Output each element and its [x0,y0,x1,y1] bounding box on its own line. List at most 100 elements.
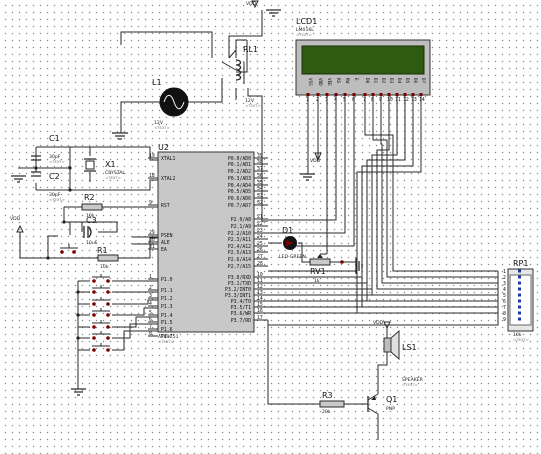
mcu-pin-number: 14 [257,296,263,302]
switch-actuator [92,297,110,301]
lcd-pin-pad [334,93,338,96]
capacitor-c1: C1 30pF <TEXT> [31,134,65,168]
lcd-pin-name: VSS [307,78,313,86]
mcu-pin-name: P3.0/RXD [228,275,251,281]
lcd-pin-pad [306,93,310,96]
mcu-pin-number: 27 [257,254,263,260]
lcd-pin-number: 2 [316,97,319,103]
svg-text:RP1: RP1 [513,259,528,268]
svg-text:<TEXT>: <TEXT> [513,337,529,342]
rp1-pin-number: 9 [503,317,506,323]
mcu-pin-name: P1.6 [161,327,173,333]
mcu-pin-number: 29 [149,230,155,236]
resistor-r2: R2 10k [81,193,103,219]
mcu-pin-name: P2.2/A10 [228,231,251,237]
lamp-l1: L1 12V <TEXT> [152,78,189,130]
transistor-q1: Q1 PNP [367,393,397,415]
relay-rl1: RL1 12V <TEXT> [221,45,261,108]
mcu-pin-name: P2.4/A12 [228,244,251,250]
lcd-pin-number: 12 [403,97,409,103]
mcu-pin-name: P3.5/T1 [231,305,251,311]
svg-text:C3: C3 [86,216,97,225]
svg-text:10k: 10k [513,332,522,338]
mcu-pin-number: 19 [149,153,155,159]
mcu-pin-name: XTAL1 [161,156,176,162]
svg-text:AT89C51: AT89C51 [158,334,179,340]
mcu-pin-number: 1 [149,274,152,280]
svg-text:<TEXT>: <TEXT> [245,103,261,108]
mcu-u2: U2 AT89C51 <TEXT> 19XTAL118XTAL29RST29PS… [148,143,268,344]
mcu-pin-number: 38 [257,159,263,165]
mcu-pin-name: P1.7 [161,334,173,340]
lcd-pin-pad [379,93,383,96]
svg-text:10k: 10k [100,264,109,270]
vdd-arrow-lcd: VDD [310,152,322,164]
lcd-pin-number: 5 [343,97,346,103]
rp1-pin-pad [518,317,521,321]
rp1-pin-number: 2 [503,275,506,281]
switch-contact [106,302,110,306]
lcd-pin-name: D6 [412,78,418,84]
switch-contact [106,279,110,283]
capacitor-c3: C3 10uF [83,216,98,246]
svg-text:LED-GREEN: LED-GREEN [279,254,306,260]
lcd-pin-number: 7 [363,97,366,103]
capacitor-c2: C2 30pF <TEXT> [31,171,65,202]
svg-text:PNP: PNP [386,406,395,412]
lcd-pin-name: RW [344,78,350,84]
svg-text:<TEXT>: <TEXT> [296,32,312,37]
switch-contact [92,336,96,340]
mcu-pin-number: 17 [257,315,263,321]
svg-text:SPEAKER: SPEAKER [402,377,424,383]
lcd-pin-pad [371,93,375,96]
lcd-pin-name: VEE [326,78,332,86]
lcd-pin-number: 3 [325,97,328,103]
lcd-pin-name: D0 [364,78,370,84]
switch-contact [92,348,96,352]
mcu-pin-name: P3.4/T0 [231,299,251,305]
mcu-pin-number: 11 [257,278,263,284]
rp1-pin-number: 5 [503,293,506,299]
mcu-pin-number: 15 [257,302,263,308]
mcu-pin-number: 35 [257,180,263,186]
switch-contact [106,336,110,340]
svg-text:10k: 10k [86,213,95,219]
svg-text:30pF: 30pF [49,192,61,198]
svg-text:D1: D1 [282,226,293,235]
lcd-pin-pad [411,93,415,96]
ground-symbol-crystal [11,175,26,183]
mcu-pin-number: 4 [149,301,152,307]
svg-text:VDD: VDD [310,158,321,164]
lcd-pin-name: D1 [372,78,378,84]
switch-contact [92,279,96,283]
svg-text:VDD: VDD [373,320,384,326]
rp1-pin-pad [518,287,521,291]
potentiometer-rv1: RV1 1k [309,254,344,284]
mcu-pin-name: PSEN [161,233,173,239]
lcd-pin-pad [352,93,356,96]
led-d1: D1 LED-GREEN [279,226,306,260]
lcd-pin-pad [403,93,407,96]
svg-text:<TEXT>: <TEXT> [105,175,121,180]
mcu-pin-number: 25 [257,241,263,247]
lcd-pin-pad [316,93,320,96]
mcu-pin-number: 5 [149,310,152,316]
mcu-pin-name: P2.0/A8 [231,217,251,223]
mcu-pin-name: P2.7/A15 [228,264,251,270]
lcd-pin-pad [363,93,367,96]
mcu-pin-number: 36 [257,173,263,179]
switch-contact [92,313,96,317]
mcu-pin-name: P2.6/A14 [228,257,251,263]
switch-actuator [92,308,110,312]
mcu-pin-name: P2.1/A9 [231,224,251,230]
mcu-pin-name: P0.5/AD5 [228,189,251,195]
vdd-arrow-top: VDD [246,0,259,9]
rp1-pin-number: 3 [503,281,506,287]
lcd-pin-name: D3 [388,78,394,84]
mcu-pin-name: P3.7/RD [231,318,251,324]
lcd-pin-number: 4 [334,97,337,103]
svg-text:R1: R1 [97,246,108,255]
